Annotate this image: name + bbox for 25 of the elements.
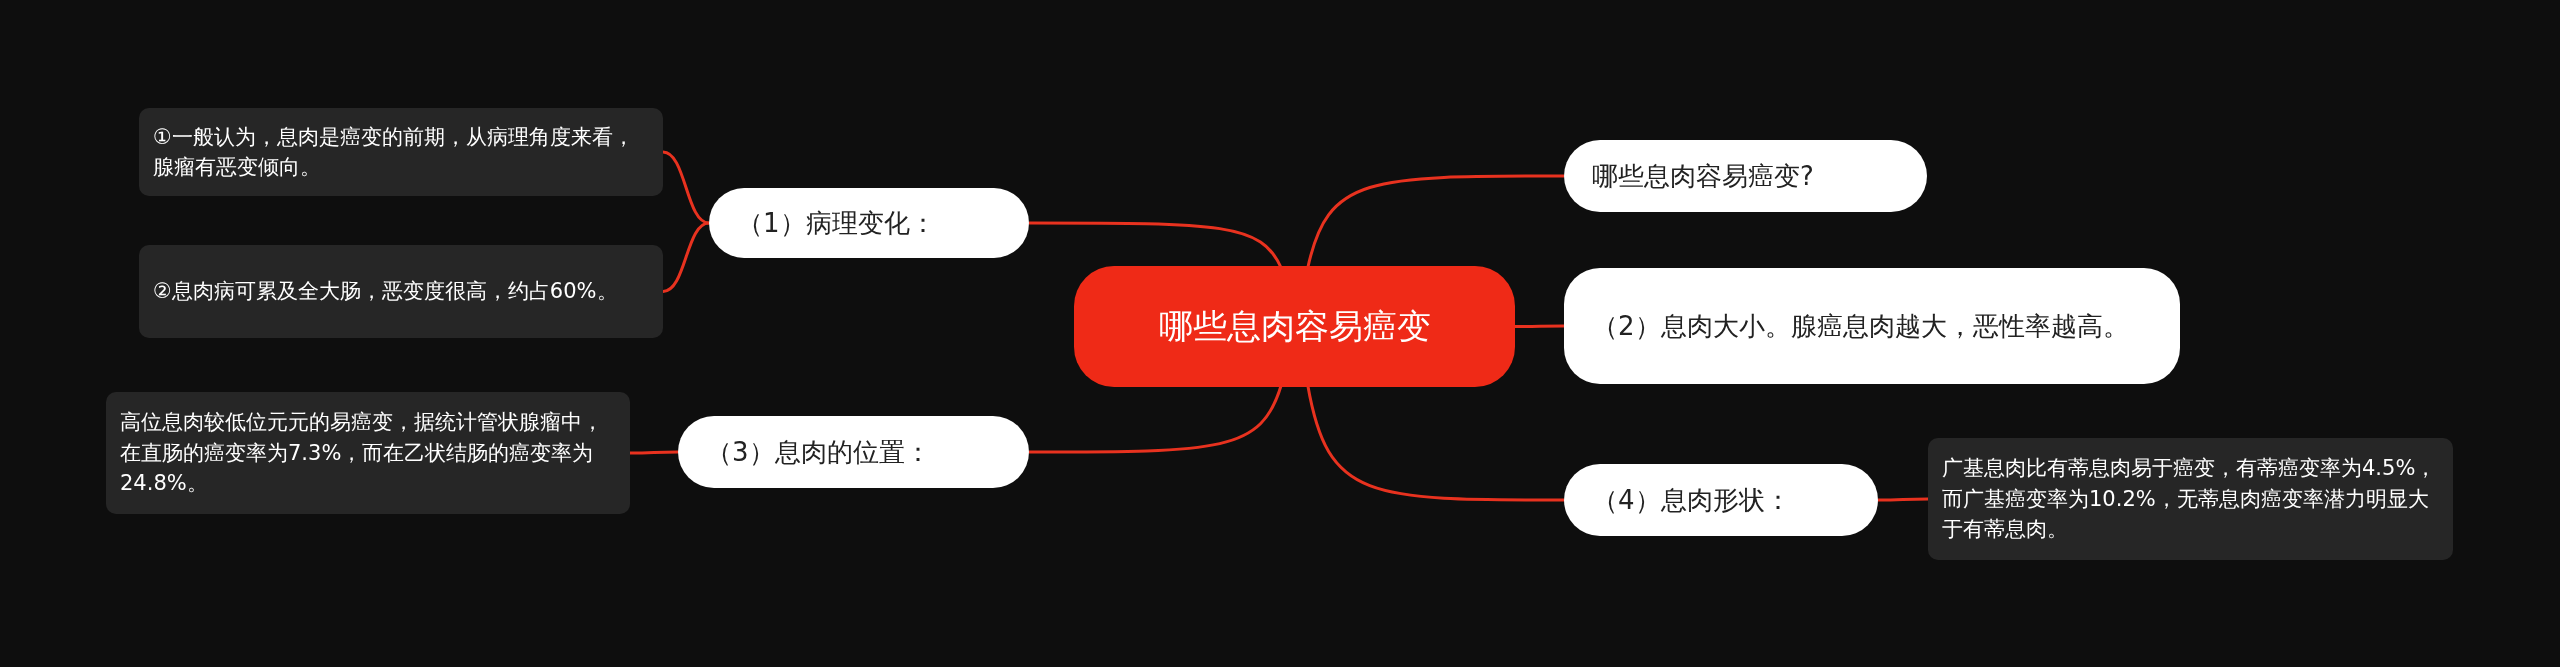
node-text: 哪些息肉容易癌变? xyxy=(1592,159,1814,193)
note-card xyxy=(139,245,663,338)
node-text: 哪些息肉容易癌变 xyxy=(1158,304,1431,348)
node-text: ①一般认为，息肉是癌变的前期，从病理角度来看，腺瘤有恶变倾向。 xyxy=(153,123,635,181)
node-text: （2）息肉大小。腺癌息肉越大，恶性率越高。 xyxy=(1592,309,2129,343)
topic-bubble xyxy=(1564,268,2180,384)
note-card xyxy=(1928,438,2453,560)
connector-line xyxy=(1029,384,1283,454)
connector-line xyxy=(630,450,678,455)
connector-line xyxy=(1306,174,1564,269)
node-text: 高位息肉较低位元元的易癌变，据统计管状腺瘤中，在直肠的癌变率为7.3%，而在乙状结肠的癌变率为24.8%。 xyxy=(120,409,604,498)
node-text: 广基息肉比有蒂息肉易于癌变，有蒂癌变率为4.5%，而广基癌变率为10.2%，无蒂息肉癌变率潜力明显大于有蒂息肉。 xyxy=(1942,455,2438,544)
node-text: （4）息肉形状： xyxy=(1592,483,1791,517)
connector-line xyxy=(1878,497,1928,502)
connector-line xyxy=(1029,221,1283,269)
central-topic xyxy=(1074,266,1515,387)
node-text: （3）息肉的位置： xyxy=(706,435,931,469)
note-card xyxy=(139,108,663,196)
note-card xyxy=(106,392,630,514)
connector-line xyxy=(1515,324,1564,328)
connector-line xyxy=(1306,384,1564,502)
connector-line xyxy=(662,221,710,293)
connector-line xyxy=(662,150,710,225)
node-text: （1）病理变化： xyxy=(737,206,936,240)
node-text: ②息肉病可累及全大肠，恶变度很高，约占60%。 xyxy=(153,278,618,306)
